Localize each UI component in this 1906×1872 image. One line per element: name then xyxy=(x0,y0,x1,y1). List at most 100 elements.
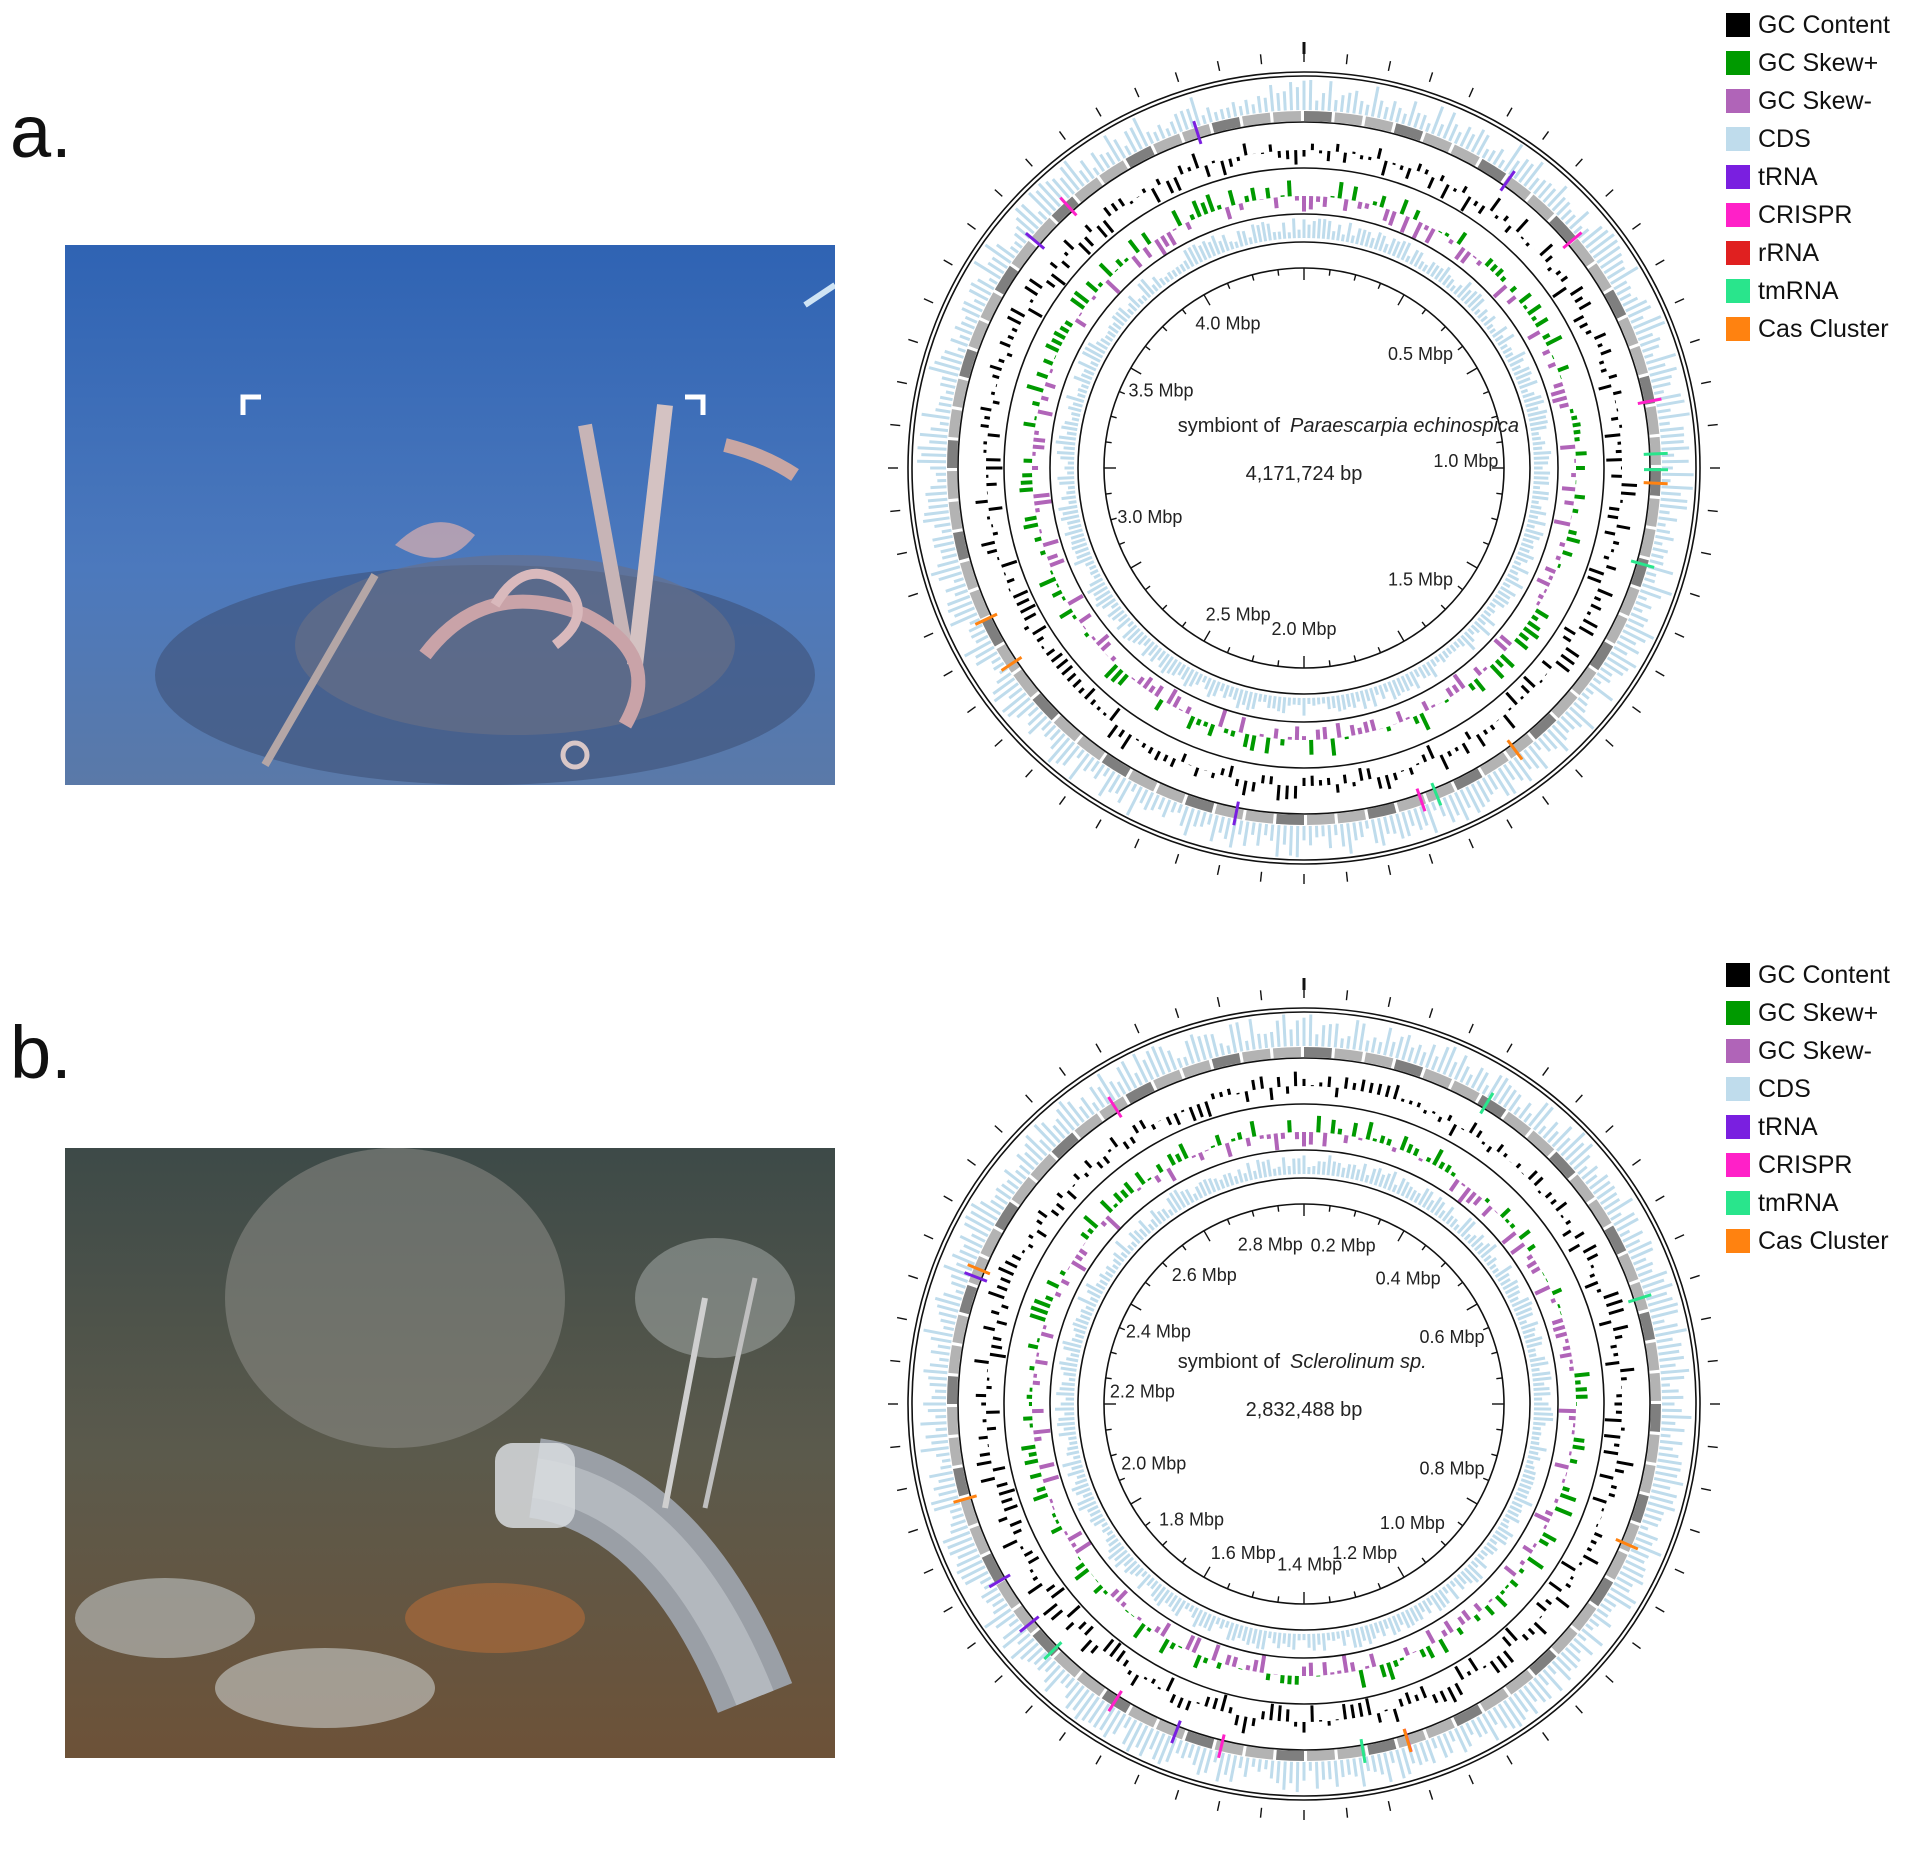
cds-mark xyxy=(1326,696,1331,710)
cds-mark xyxy=(1437,1589,1451,1605)
gc-content-mark xyxy=(1185,1700,1192,1711)
cds-mark xyxy=(1453,1223,1460,1231)
gc-content-mark xyxy=(1416,762,1420,766)
legend-swatch xyxy=(1726,1039,1750,1063)
gc-content-mark xyxy=(1269,1703,1274,1721)
cds-mark xyxy=(1275,1020,1281,1047)
cds-mark xyxy=(1497,767,1517,795)
outer-tick xyxy=(1174,72,1180,83)
gc-skew-mark xyxy=(1051,337,1063,347)
gc-skew-mark xyxy=(1448,238,1454,245)
cds-mark xyxy=(1520,388,1529,394)
gc-content-mark xyxy=(998,358,1005,364)
cds-mark xyxy=(1267,695,1272,709)
gc-content-mark xyxy=(996,1284,1008,1292)
gc-skew-mark xyxy=(1555,1331,1568,1339)
gc-skew-mark xyxy=(1472,1195,1483,1206)
gc-skew-mark xyxy=(1036,1486,1046,1493)
gc-skew-mark xyxy=(1273,1133,1280,1151)
outer-tick xyxy=(1259,1807,1263,1818)
cds-mark xyxy=(1528,745,1549,770)
outer-tick xyxy=(1674,1234,1685,1240)
gc-skew-mark xyxy=(1042,538,1059,548)
outer-tick xyxy=(1689,338,1700,344)
cds-mark xyxy=(1502,1279,1519,1291)
gc-skew-mark xyxy=(1574,1372,1590,1378)
gc-skew-mark xyxy=(1337,1128,1343,1135)
gc-skew-mark xyxy=(1064,1530,1069,1536)
feature-mark xyxy=(1627,1293,1652,1304)
cds-mark xyxy=(1261,1161,1268,1178)
cds-mark xyxy=(1441,1206,1455,1222)
gc-skew-mark xyxy=(1080,1231,1090,1241)
gc-content-mark xyxy=(1131,1124,1140,1134)
cds-mark xyxy=(1509,357,1524,368)
outer-tick xyxy=(1345,990,1349,1001)
legend-item: GC Skew- xyxy=(1726,1032,1890,1070)
gc-content-mark xyxy=(1045,279,1056,288)
cds-mark xyxy=(1027,711,1044,726)
contig-mark xyxy=(959,560,978,591)
cds-mark xyxy=(1383,1027,1393,1056)
cds-mark xyxy=(1209,815,1219,842)
contig-mark xyxy=(1649,1403,1661,1433)
cds-mark xyxy=(1251,1758,1256,1768)
cds-mark xyxy=(1369,687,1378,707)
cds-mark xyxy=(1533,450,1552,456)
legend-item: GC Skew- xyxy=(1726,82,1890,120)
gc-content-mark xyxy=(1466,1670,1472,1676)
outer-tick xyxy=(1689,1528,1700,1534)
cds-mark xyxy=(1610,1587,1637,1605)
gc-content-mark xyxy=(1447,1686,1458,1703)
cds-mark xyxy=(970,282,992,296)
legend-item: tRNA xyxy=(1726,1108,1890,1146)
outer-tick xyxy=(1095,1043,1102,1053)
cds-mark xyxy=(1074,1333,1085,1339)
cds-mark xyxy=(1532,1106,1554,1131)
cds-mark xyxy=(1530,504,1542,510)
contig-mark xyxy=(994,1201,1019,1231)
cds-mark xyxy=(995,243,1016,259)
contig-mark xyxy=(1639,528,1656,558)
gc-content-mark xyxy=(1555,1201,1568,1212)
gc-content-mark xyxy=(1045,648,1056,657)
cds-mark xyxy=(931,1439,949,1445)
cds-mark xyxy=(1652,547,1669,554)
gc-content-mark xyxy=(1365,1698,1372,1716)
gc-content-mark xyxy=(1539,679,1543,684)
cds-mark xyxy=(1093,1517,1106,1527)
cds-mark xyxy=(1511,364,1522,372)
cds-mark xyxy=(1442,1046,1457,1076)
legend-label: CRISPR xyxy=(1758,200,1853,229)
cds-mark xyxy=(1179,110,1189,130)
scale-tick xyxy=(1162,604,1168,610)
cds-mark xyxy=(1147,1223,1155,1231)
gc-skew-mark xyxy=(1273,728,1279,739)
cds-mark xyxy=(1520,1478,1534,1486)
cds-mark xyxy=(1173,113,1183,133)
cds-mark xyxy=(1407,1047,1415,1063)
cds-mark xyxy=(1531,431,1539,436)
gc-skew-mark xyxy=(1574,494,1586,500)
cds-mark xyxy=(1076,551,1091,560)
cds-mark xyxy=(930,1495,959,1506)
cds-mark xyxy=(1661,485,1693,490)
gc-content-mark xyxy=(986,1426,997,1431)
cds-mark xyxy=(1449,284,1456,292)
cds-mark xyxy=(950,1525,969,1535)
gc-content-mark xyxy=(998,1488,1016,1496)
cds-mark xyxy=(941,1458,951,1463)
cds-mark xyxy=(1497,1525,1514,1538)
legend-label: GC Skew+ xyxy=(1758,998,1879,1027)
legend-item: Cas Cluster xyxy=(1726,1222,1890,1260)
gc-skew-mark xyxy=(1538,1538,1550,1547)
scale-tick xyxy=(1421,621,1427,628)
cds-mark xyxy=(1504,1284,1520,1295)
gc-skew-mark xyxy=(1216,204,1222,210)
gc-content-mark xyxy=(1204,1101,1213,1118)
cds-mark xyxy=(1430,1594,1443,1612)
gc-content-mark xyxy=(1103,206,1112,217)
cds-mark xyxy=(1061,425,1078,432)
cds-mark xyxy=(1129,127,1143,150)
gc-content-mark xyxy=(1578,301,1592,311)
